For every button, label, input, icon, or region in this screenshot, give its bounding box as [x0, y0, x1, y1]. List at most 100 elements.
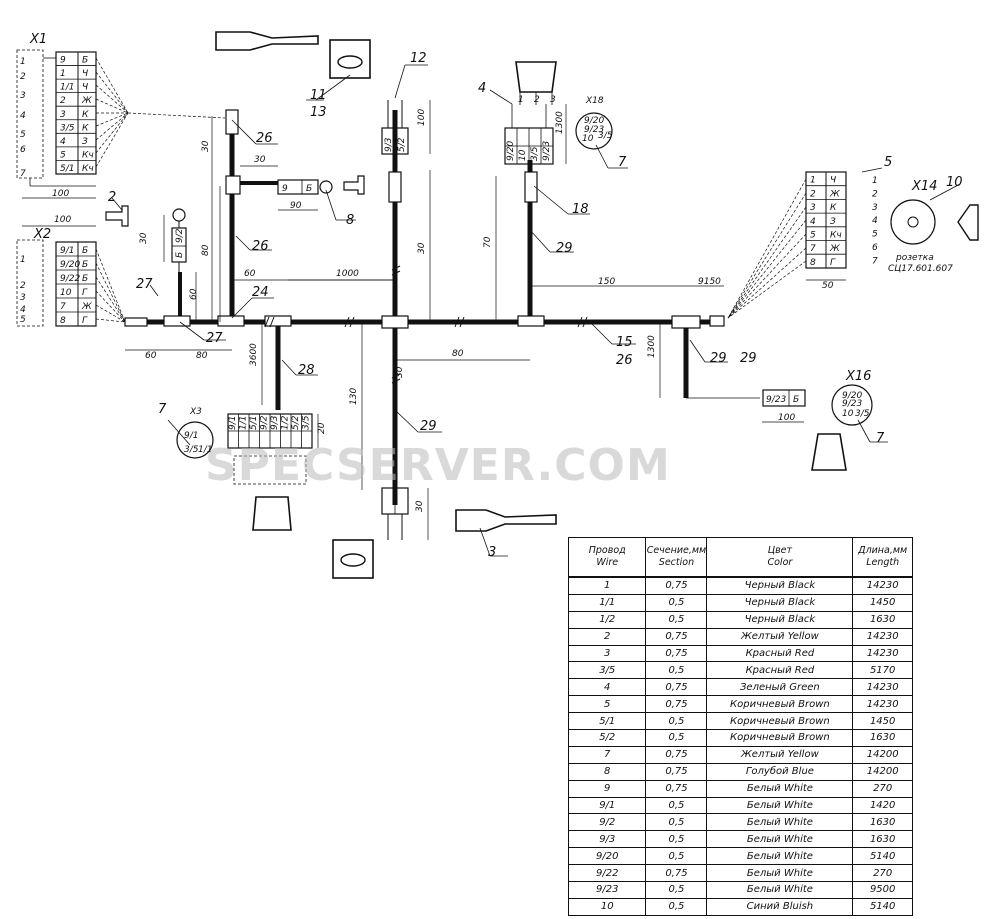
cell-color: Красный Red — [706, 661, 854, 680]
x1-pin-number: 6 — [20, 145, 26, 155]
x1-pin-number: 4 — [20, 111, 26, 121]
x1-name: X1 — [29, 32, 47, 47]
cell-color: Коричневый Brown — [706, 695, 854, 714]
cell-length: 1630 — [852, 830, 913, 849]
callout-number: 4 — [478, 81, 486, 96]
callout-number: 18 — [572, 202, 589, 217]
cell-wire: 9/1 — [567, 796, 647, 815]
dimension-value: 60 — [145, 351, 157, 361]
callout-number: 26 — [616, 353, 633, 368]
cell-color: Коричневый Brown — [706, 712, 854, 731]
main-harness-trunk — [124, 109, 725, 505]
dimension-value: 70 — [483, 236, 493, 248]
callout-number: 27 — [136, 277, 153, 292]
x3-pin: 9/1 — [184, 431, 198, 441]
cell-color: Черный Black — [706, 576, 854, 595]
callout-number: 11 — [310, 88, 327, 103]
x2-pin-number: 5 — [20, 315, 26, 325]
cell-length: 1630 — [852, 729, 913, 747]
cell-color: Коричневый Brown — [706, 729, 854, 747]
x14-row-color: Ж — [829, 244, 840, 254]
x1-row-color: Ч — [82, 83, 88, 93]
cell-section: 0,5 — [645, 847, 708, 866]
cell-length: 1450 — [852, 712, 913, 731]
x2-name: X2 — [33, 227, 51, 242]
cell-color: Белый White — [706, 830, 854, 849]
x1-row-wire: 1 — [60, 69, 66, 79]
lamp8-wire: 9 — [282, 184, 288, 194]
x14-row-color: Г — [830, 258, 836, 268]
cell-wire: 3/5 — [567, 661, 647, 680]
dimension-value: 30 — [417, 242, 427, 254]
callout-number: 27 — [206, 331, 223, 346]
x2-row-color: Ж — [81, 302, 92, 312]
x1-row-color: З — [82, 137, 88, 147]
callout-number: 29 — [710, 351, 727, 366]
x2-row-color: Б — [82, 246, 88, 256]
x1-pin-number: 7 — [20, 169, 26, 179]
cell-section: 0,5 — [645, 796, 708, 815]
callout-number: 2 — [108, 190, 116, 205]
x14-row-wire: 7 — [810, 244, 816, 254]
watermark: SPECSERVER.COM — [205, 440, 671, 491]
x1-pin-number: 2 — [20, 72, 26, 82]
dimension-value: 90 — [290, 201, 302, 211]
x2-row-color: Б — [82, 274, 88, 284]
cell-length: 270 — [852, 779, 913, 798]
cell-color: Зеленый Green — [706, 678, 854, 697]
x14-row-color: Ж — [829, 189, 840, 199]
x16-pin: 9/20 — [842, 391, 862, 401]
dimension-value: 60 — [244, 269, 256, 279]
x16-name: X16 — [845, 369, 871, 384]
x18-row-wire: 9/20 — [506, 141, 516, 161]
cell-color: Красный Red — [706, 644, 854, 663]
callout-number: 28 — [298, 363, 315, 378]
cell-wire: 3 — [567, 644, 647, 663]
cell-section: 0,75 — [645, 745, 708, 764]
cell-length: 5170 — [852, 661, 913, 680]
cell-color: Желтый Yellow — [706, 627, 854, 646]
dimension-value: 1300 — [647, 335, 657, 358]
x1-row-wire: 5/1 — [60, 164, 74, 174]
x3-row-wire: 1/1 — [239, 416, 249, 430]
cell-wire: 9/22 — [567, 864, 647, 883]
x1-row-color: К — [82, 123, 89, 133]
x1-row-wire: 3/5 — [60, 123, 75, 133]
cell-section: 0,75 — [645, 576, 708, 595]
x2-row-color: Г — [82, 316, 88, 326]
callout-number: 7 — [876, 431, 885, 446]
cell-color: Белый White — [706, 847, 854, 866]
x3-row-wire: 9/3 — [270, 415, 280, 430]
x3-row-wire: 9/2 — [260, 415, 270, 430]
callout-number: 10 — [946, 175, 963, 190]
connector-x2 — [16, 239, 126, 327]
cell-wire: 9/3 — [567, 830, 647, 849]
x14-socket-code: СЦ17.601.607 — [888, 264, 953, 274]
x2-row-color: Б — [82, 260, 88, 270]
connector-x3 — [176, 413, 313, 531]
cell-wire: 1/2 — [567, 610, 647, 629]
callout-number: 8 — [346, 213, 354, 228]
dimension-value: 30 — [415, 500, 425, 512]
dimension-value: 100 — [52, 189, 69, 199]
dimension-value: 30 — [139, 232, 149, 244]
x14-pin-number: 2 — [872, 189, 878, 199]
cell-section: 0,5 — [645, 897, 708, 916]
x14-row-color: Кч — [830, 231, 842, 241]
dimension-value: 9150 — [698, 277, 721, 287]
